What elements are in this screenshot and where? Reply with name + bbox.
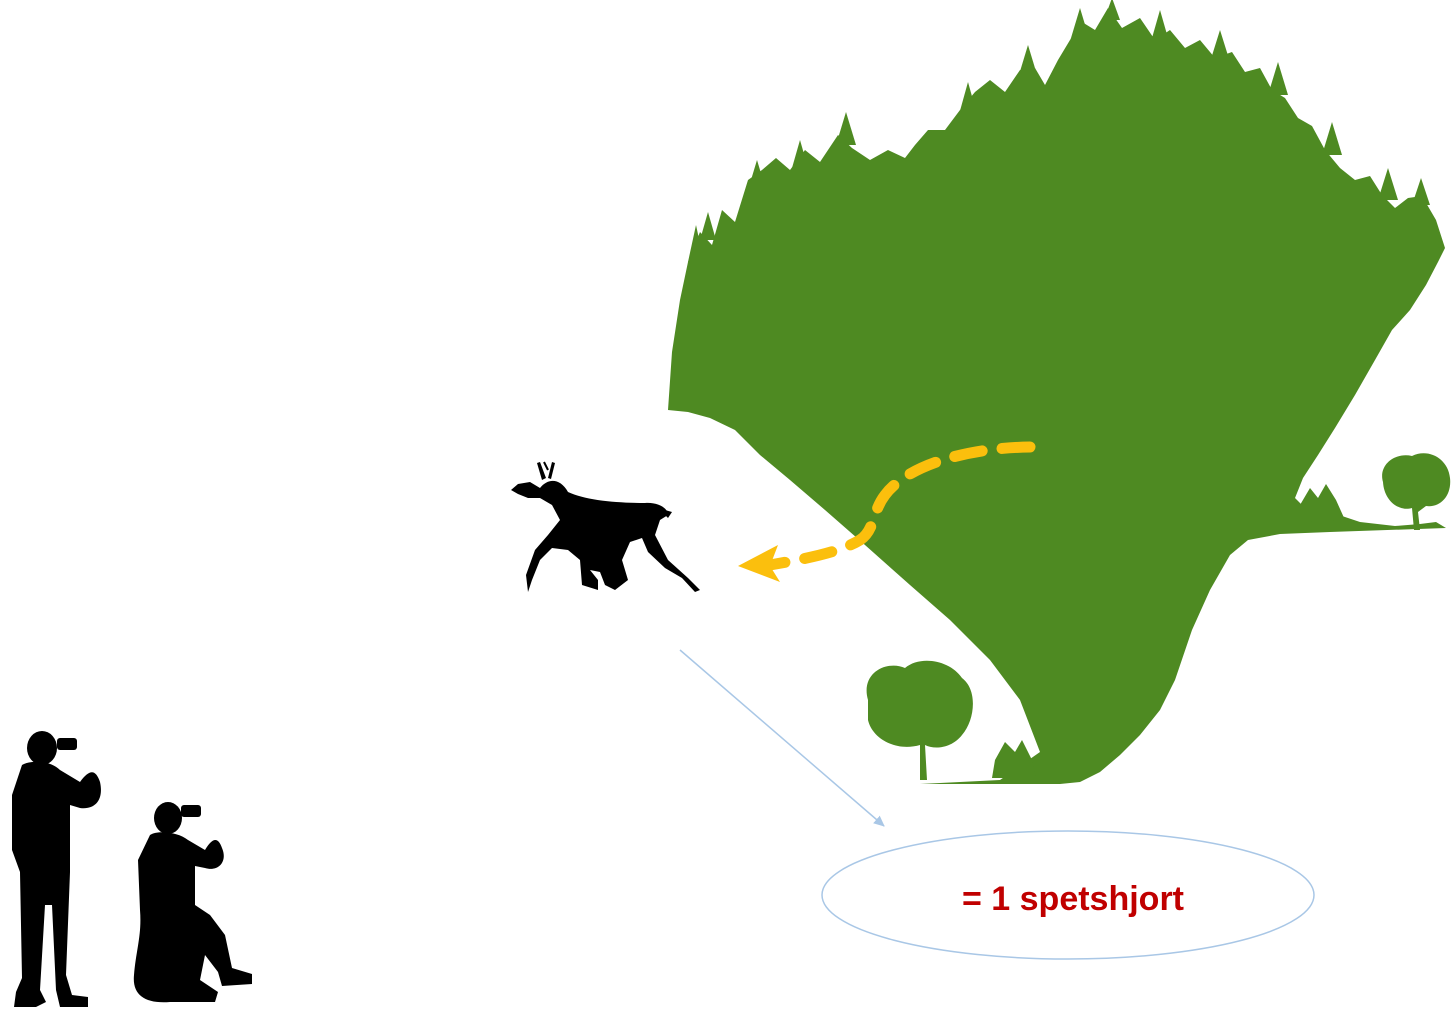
label-text: = 1 spetshjort <box>962 880 1184 918</box>
label-callout: = 1 spetshjort <box>822 831 1314 959</box>
forest-shape <box>668 8 1446 784</box>
person-standing-binoculars-icon <box>12 731 101 1007</box>
forest <box>668 0 1446 784</box>
person-seated-binoculars-icon <box>134 802 252 1002</box>
tree-icon <box>1300 453 1450 530</box>
pointer-arrow <box>680 650 884 826</box>
deer-icon <box>511 462 700 592</box>
